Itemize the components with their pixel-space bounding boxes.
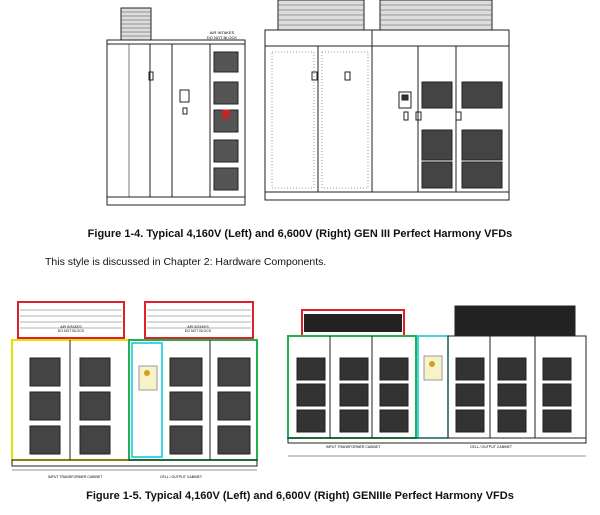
figure-1-5-drawing: AIR INTAKES DO NOT BLOCK AIR INTAKES DO … (11, 301, 587, 479)
left-air-label: AIR INTAKES (210, 30, 235, 35)
right-cell-cabinet-label: CELL / OUTPUT CABINET (470, 445, 513, 449)
left-cell-cabinet-label: CELL / OUTPUT CABINET (160, 475, 203, 479)
body-paragraph: This style is discussed in Chapter 2: Ha… (45, 256, 327, 268)
left-input-cabinet-label: INPUT TRANSFORMER CABINET (48, 475, 103, 479)
right-drive-gen3e (287, 305, 587, 457)
svg-text:DO NOT BLOCK: DO NOT BLOCK (185, 329, 212, 333)
svg-text:AIR INTAKES: AIR INTAKES (187, 325, 209, 329)
left-drive-gen3 (106, 7, 246, 206)
right-drive-gen3 (264, 0, 510, 201)
svg-text:AIR INTAKES: AIR INTAKES (60, 325, 82, 329)
left-air-labels: AIR INTAKES DO NOT BLOCK AIR INTAKES DO … (58, 325, 212, 333)
right-input-cabinet-label: INPUT TRANSFORMER CABINET (326, 445, 381, 449)
left-drive-gen3e (11, 301, 258, 471)
figure-1-4-drawing: AIR INTAKES DO NOT BLOCK (106, 0, 510, 206)
svg-text:DO NOT BLOCK: DO NOT BLOCK (207, 35, 237, 40)
svg-text:DO NOT BLOCK: DO NOT BLOCK (58, 329, 85, 333)
figure-1-4-caption: Figure 1-4. Typical 4,160V (Left) and 6,… (87, 228, 513, 240)
figure-1-5-caption: Figure 1-5. Typical 4,160V (Left) and 6,… (86, 490, 514, 502)
